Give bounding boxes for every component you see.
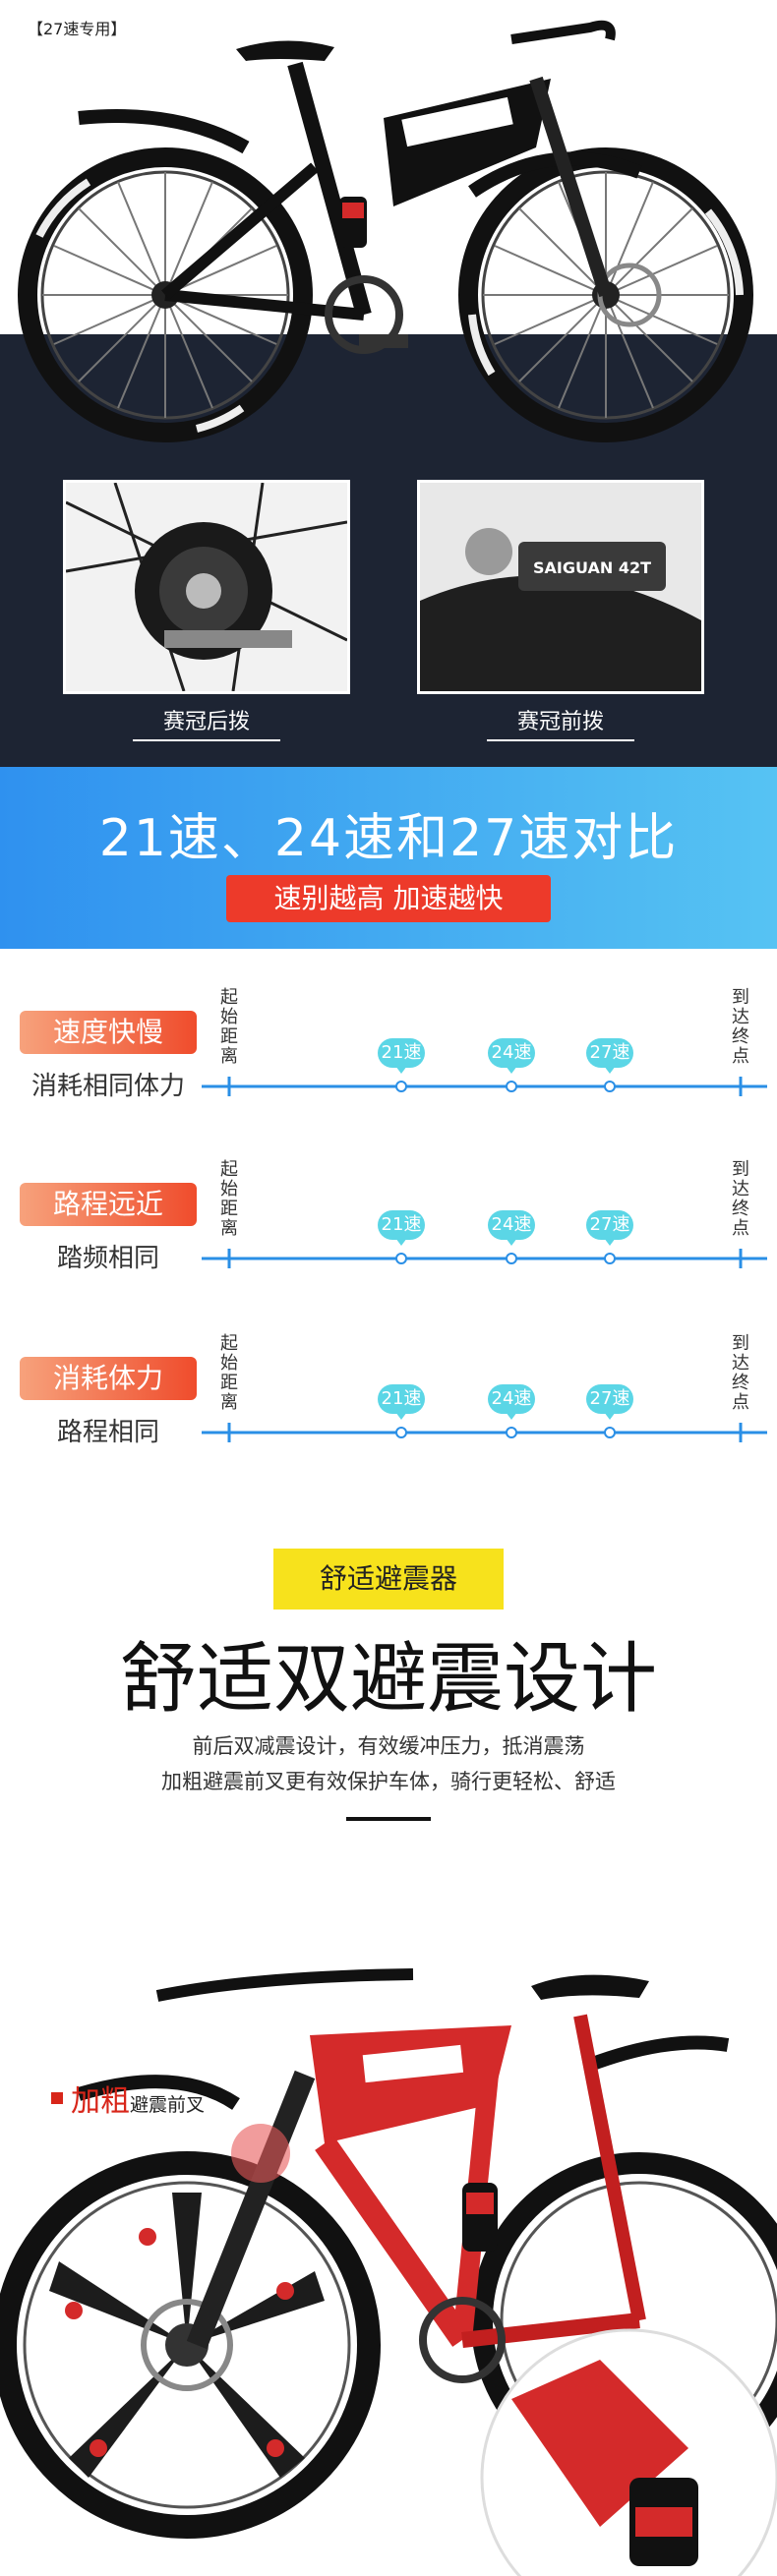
thick-fork-label-sub: 避震前叉 — [130, 2094, 206, 2116]
rear-derailleur-caption: 赛冠后拨 — [162, 710, 250, 734]
row1-track — [202, 1077, 767, 1096]
row-label-energy: 消耗体力 — [20, 1357, 197, 1400]
row-label-speed: 速度快慢 — [20, 1011, 197, 1054]
row1-speed-27: 27速 — [586, 1038, 633, 1074]
row3-end-label: 到达终点 — [732, 1333, 749, 1413]
row2-speed-21: 21速 — [378, 1210, 425, 1246]
comparison-subtitle: 速别越高 加速越快 — [226, 875, 551, 922]
row-sub-energy: 路程相同 — [56, 1418, 159, 1447]
comfort-desc-2: 加粗避震前叉更有效保护车体，骑行更轻松、舒适 — [161, 1770, 616, 1793]
row-label-distance: 路程远近 — [20, 1183, 197, 1226]
comfort-desc-1: 前后双减震设计，有效缓冲压力，抵消震荡 — [192, 1734, 585, 1758]
front-derailleur-photo: SAIGUAN 42T — [417, 480, 704, 694]
front-derailleur-caption: 赛冠前拨 — [516, 710, 604, 734]
red-bike-image — [0, 1968, 777, 2576]
row1-start-label: 起始距离 — [220, 987, 238, 1067]
thick-fork-label-main: 加粗 — [71, 2084, 130, 2119]
row2-track — [202, 1249, 767, 1268]
row3-speed-24: 24速 — [488, 1384, 535, 1420]
comfort-divider — [346, 1817, 431, 1821]
row-sub-speed: 消耗相同体力 — [30, 1072, 185, 1101]
row-sub-distance: 踏频相同 — [56, 1244, 159, 1273]
front-caption-underline — [487, 739, 634, 741]
rear-derailleur-photo — [63, 480, 350, 694]
row1-speed-21: 21速 — [378, 1038, 425, 1074]
thick-fork-bullet — [51, 2092, 63, 2104]
row3-start-label: 起始距离 — [220, 1333, 238, 1413]
row2-end-label: 到达终点 — [732, 1159, 749, 1239]
row3-speed-27: 27速 — [586, 1384, 633, 1420]
hero-section: 【27速专用】 — [0, 0, 777, 767]
comparison-title: 21速、24速和27速对比 — [98, 809, 679, 868]
row3-track — [202, 1423, 767, 1442]
row1-speed-24: 24速 — [488, 1038, 535, 1074]
thick-fork-label: 加粗避震前叉 — [71, 2077, 205, 2120]
rear-caption-underline — [133, 739, 280, 741]
black-bike-image — [18, 20, 753, 442]
row2-start-label: 起始距离 — [220, 1159, 238, 1239]
comfort-title: 舒适双避震设计 — [119, 1635, 657, 1724]
row2-speed-27: 27速 — [586, 1210, 633, 1246]
svg-text:SAIGUAN 42T: SAIGUAN 42T — [533, 558, 651, 577]
row2-speed-24: 24速 — [488, 1210, 535, 1246]
comparison-banner: 21速、24速和27速对比 速别越高 加速越快 — [0, 767, 777, 949]
speed-tag: 【27速专用】 — [28, 20, 127, 38]
row3-speed-21: 21速 — [378, 1384, 425, 1420]
row1-end-label: 到达终点 — [732, 987, 749, 1067]
comfort-tag: 舒适避震器 — [273, 1549, 504, 1610]
